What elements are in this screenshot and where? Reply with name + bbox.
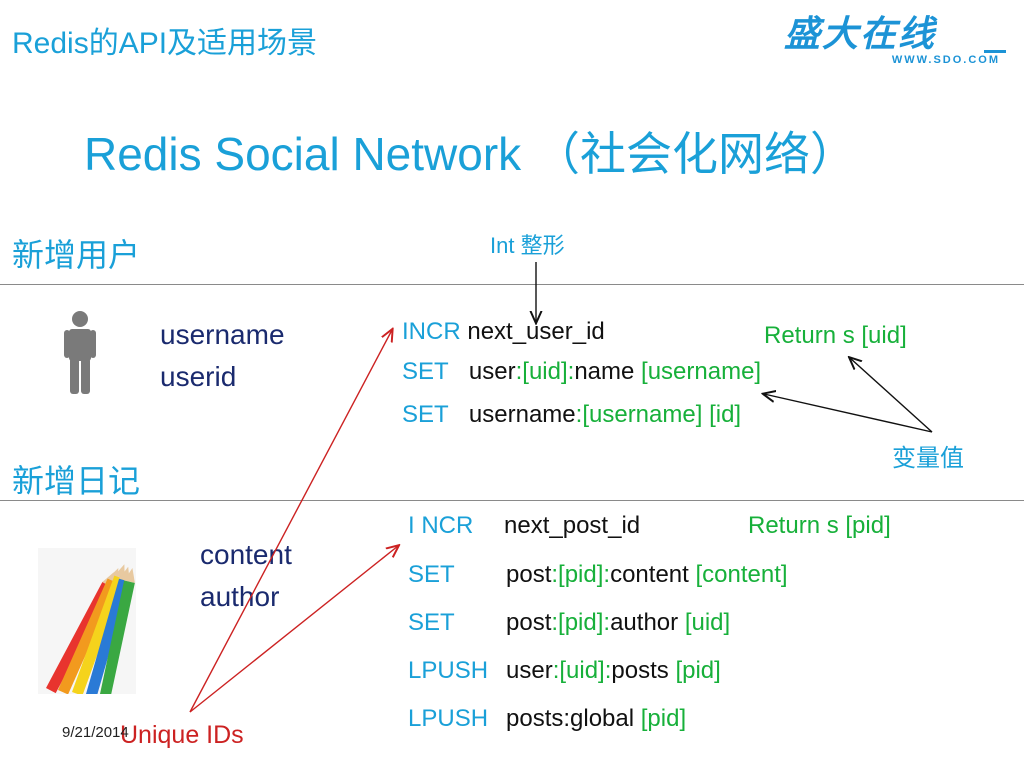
cmd-var: :[pid]:: [551, 609, 611, 636]
cmd-var: :[uid]:: [515, 358, 575, 385]
logo-url: WWW.SDO.COM: [891, 54, 1000, 66]
person-icon: [64, 311, 96, 394]
header-title: Redis的API及适用场景: [12, 27, 318, 60]
post-cmd-line-1: I NCR next_post_id: [408, 512, 640, 540]
cmd-keyword: LPUSH: [408, 705, 489, 732]
cmd-key: user: [506, 657, 553, 684]
field-userid: userid: [160, 361, 237, 392]
cmd-keyword: INCR: [402, 318, 461, 345]
unique-ids-label: Unique IDs: [120, 721, 244, 749]
cmd-key: post: [506, 561, 552, 588]
cmd-keyword: SET: [402, 358, 449, 385]
arrow-unique-user: [189, 330, 392, 713]
variable-label: 变量值: [892, 445, 964, 472]
footer-date: 9/21/2014: [62, 724, 129, 741]
post-cmd-line-5: LPUSH posts:global [pid]: [408, 705, 686, 733]
cmd-var: [id]: [709, 401, 742, 428]
pencils-icon: [38, 548, 136, 698]
cmd-key: posts: [611, 657, 669, 684]
cmd-var: :[pid]:: [551, 561, 611, 588]
cmd-var: :[username]: [575, 401, 703, 428]
cmd-var: [content]: [695, 561, 788, 588]
field-username: username: [160, 319, 285, 350]
divider-user: [0, 284, 1024, 285]
section-new-post: 新增日记: [12, 463, 141, 499]
cmd-keyword: LPUSH: [408, 657, 489, 684]
user-cmd-line-1: INCR next_user_id: [402, 318, 605, 346]
arrow-variable-id: [764, 394, 933, 433]
section-new-user: 新增用户: [12, 237, 141, 273]
cmd-var: [username]: [641, 358, 762, 385]
cmd-var: [pid]: [640, 705, 687, 732]
post-cmd-line-4: LPUSH user:[uid]:posts [pid]: [408, 657, 721, 685]
divider-post: [0, 500, 1024, 501]
cmd-keyword: SET: [408, 609, 455, 636]
cmd-var: :[uid]:: [552, 657, 612, 684]
cmd-key: username: [468, 401, 576, 428]
user-cmd-line-3: SET username:[username] [id]: [402, 401, 741, 429]
cmd-key: next_post_id: [504, 512, 641, 539]
cmd-keyword: SET: [402, 401, 449, 428]
cmd-key: post: [506, 609, 552, 636]
cmd-key: name: [574, 358, 635, 385]
cmd-key: posts:global: [506, 705, 635, 732]
post-cmd-line-2: SET post:[pid]:content [content]: [408, 561, 788, 589]
cmd-var: [pid]: [675, 657, 721, 684]
logo-underline: [984, 50, 1006, 53]
arrow-unique-post: [189, 546, 398, 713]
cmd-keyword: SET: [408, 561, 455, 588]
slide-title: Redis Social Network （社会化网络）: [84, 128, 856, 180]
cmd-var: [uid]: [684, 609, 731, 636]
return-pid-label: Return s [pid]: [748, 512, 891, 539]
cmd-key: author: [610, 609, 679, 636]
post-cmd-line-3: SET post:[pid]:author [uid]: [408, 609, 730, 637]
field-author: author: [200, 581, 280, 612]
user-cmd-line-2: SET user:[uid]:name [username]: [402, 358, 761, 386]
logo-text: 盛大在线: [784, 13, 937, 54]
field-content: content: [200, 539, 292, 570]
company-logo: 盛大在线 WWW.SDO.COM: [784, 14, 1014, 72]
cmd-key: content: [610, 561, 689, 588]
arrow-variable-uid: [850, 358, 933, 433]
cmd-key: user: [468, 358, 516, 385]
return-uid-label: Return s [uid]: [764, 322, 907, 349]
int-label: Int 整形: [490, 233, 565, 258]
cmd-keyword: I NCR: [408, 512, 474, 539]
